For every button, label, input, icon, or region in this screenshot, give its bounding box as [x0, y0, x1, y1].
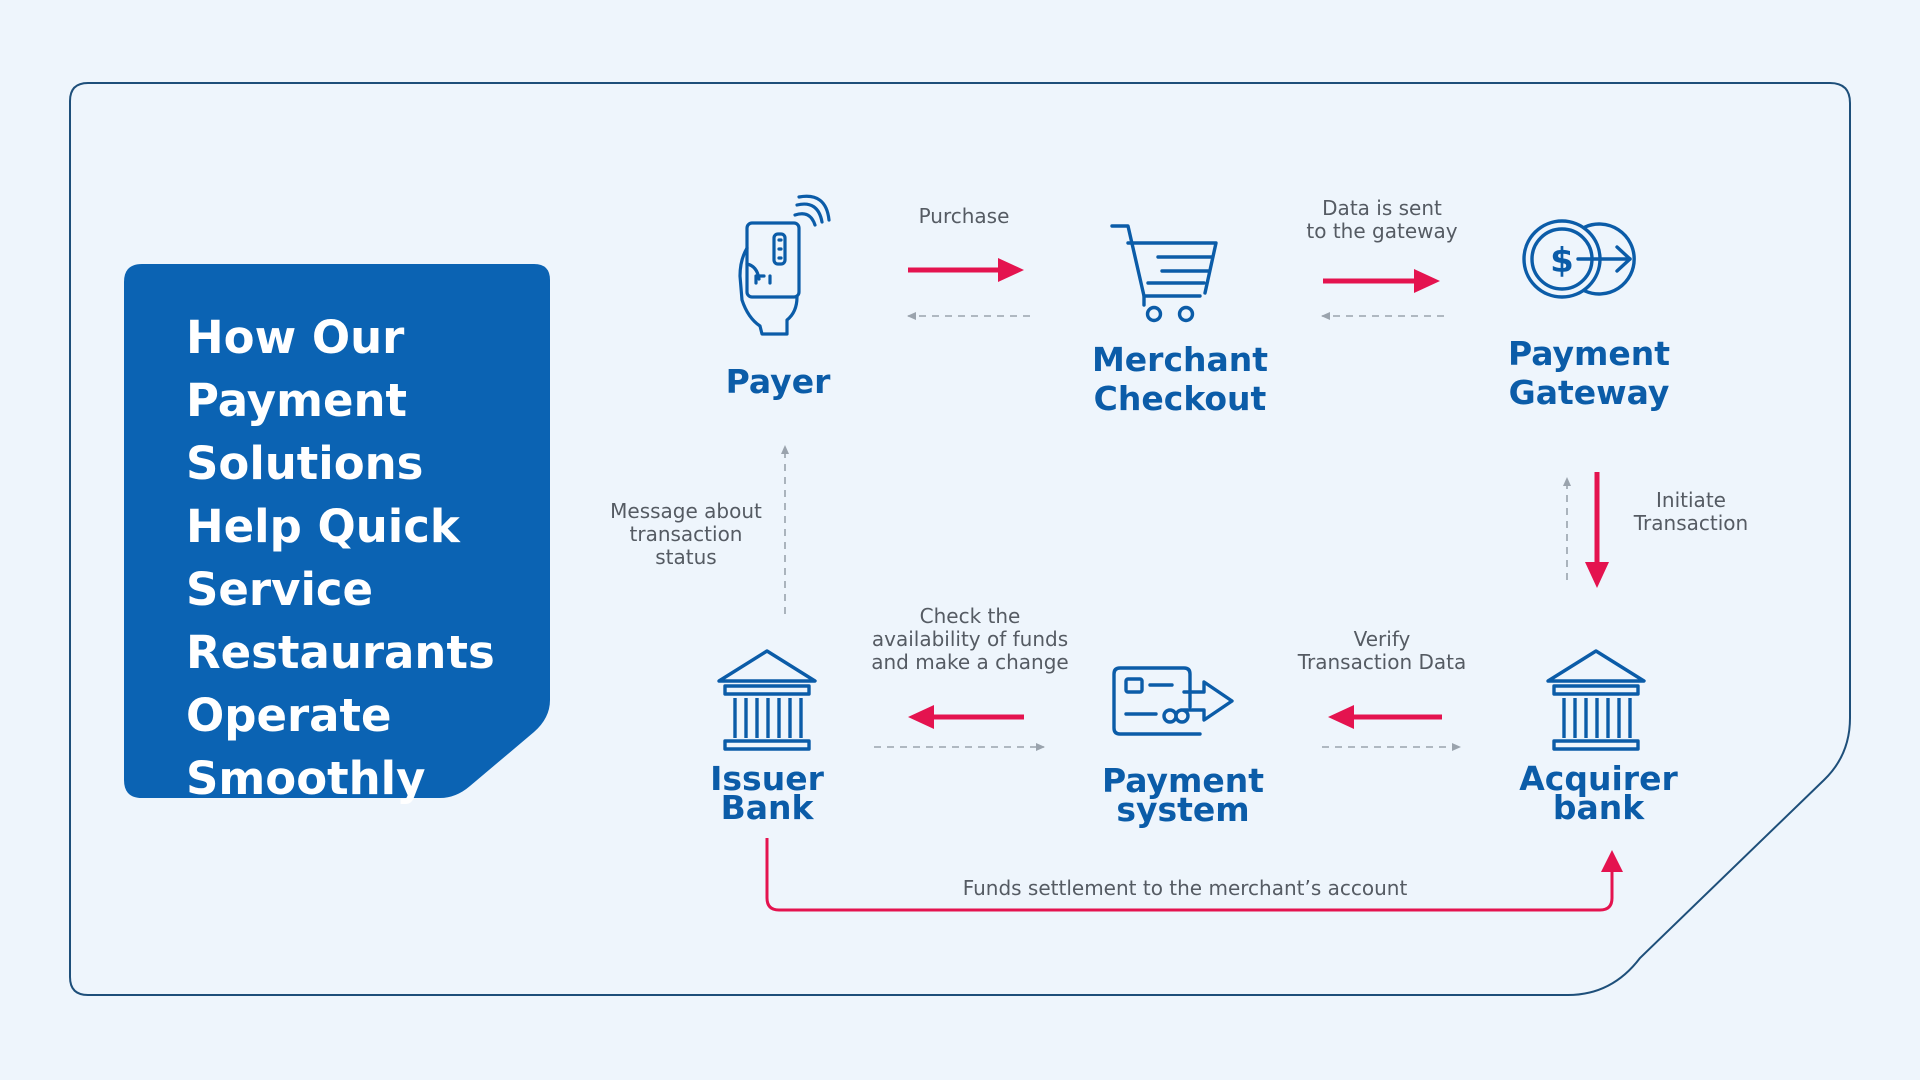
- arrow-purchase: [908, 258, 1024, 282]
- edge-label-verify: Verify Transaction Data: [1297, 627, 1467, 674]
- node-label-merchant-checkout: Merchant Checkout: [1091, 340, 1269, 418]
- arrow-settlement: [765, 838, 1623, 912]
- title-card: [124, 264, 550, 798]
- node-label-payment-system: Payment system: [1101, 761, 1265, 829]
- card-transfer-icon: [1112, 666, 1234, 736]
- arrow-data-sent: [1323, 269, 1440, 293]
- node-label-issuer-bank: Issuer Bank: [710, 759, 824, 827]
- dollar-coins-arrow-icon: $: [1522, 219, 1636, 299]
- node-label-acquirer-bank: Acquirer bank: [1519, 759, 1678, 827]
- edge-label-initiate: Initiate Transaction: [1633, 488, 1749, 535]
- edge-label-purchase: Purchase: [918, 204, 1010, 228]
- edge-label-message-status: Message about transaction status: [610, 499, 762, 569]
- bank-building-icon: [717, 649, 817, 751]
- svg-text:$: $: [1550, 241, 1574, 281]
- outer-frame: [69, 82, 1851, 996]
- arrow-check-funds: [908, 705, 1024, 729]
- shopping-cart-icon: [1110, 224, 1218, 323]
- node-label-payment-gateway: Payment Gateway: [1507, 334, 1671, 412]
- node-label-payer: Payer: [725, 362, 831, 401]
- bank-building-icon: [1546, 649, 1646, 751]
- arrow-verify: [1328, 705, 1442, 729]
- edge-label-settlement: Funds settlement to the merchant’s accou…: [962, 876, 1408, 900]
- hand-card-contactless-icon: [738, 194, 831, 336]
- arrow-initiate: [1585, 472, 1609, 588]
- edge-label-data-sent: Data is sent to the gateway: [1306, 196, 1458, 243]
- page-title: How Our Payment Solutions Help Quick Ser…: [186, 311, 495, 805]
- edge-label-check-funds: Check the availability of funds and make…: [871, 604, 1069, 674]
